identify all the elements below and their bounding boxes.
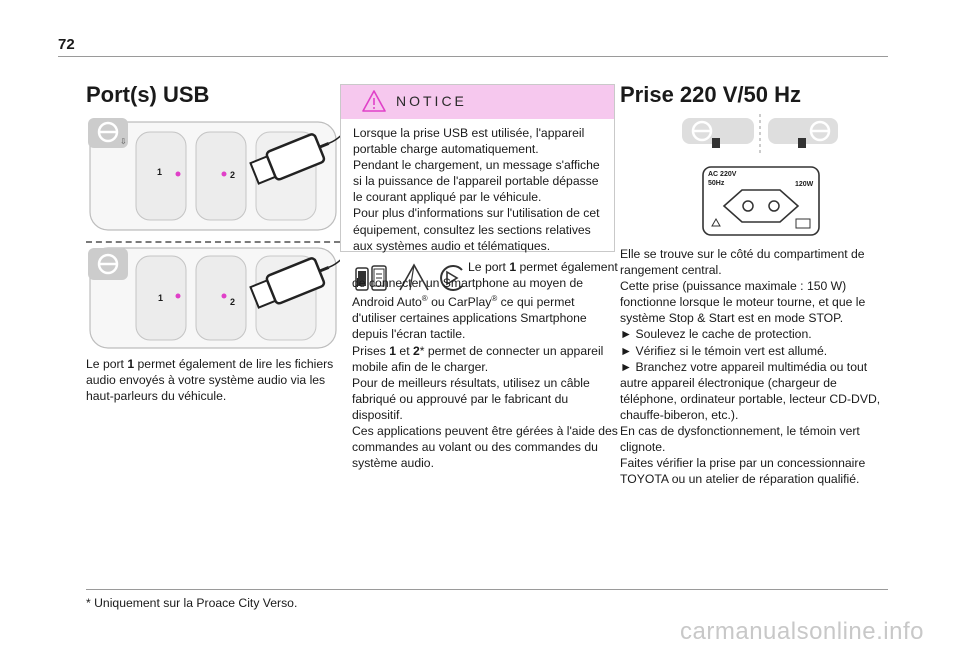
steering-wheel-locations [682,114,838,154]
diagram-label-2-bottom: 2 [230,297,236,307]
section-title-socket: Prise 220 V/50 Hz [620,82,802,107]
socket-description: Elle se trouve sur le côté du compartime… [620,246,888,487]
socket-location-text: Elle se trouve sur le côté du compartime… [620,247,865,278]
android-carplay-text: Le port 1 permet également de connecter … [352,260,618,342]
middle-paragraphs: Le port 1 permet également de connecter … [352,259,620,471]
notice-box: NOTICE Lorsque la prise USB est utilisée… [340,84,615,253]
malfunction-text: En cas de dysfonctionnement, le témoin v… [620,424,860,455]
cable-advice-text: Pour de meilleurs résultats, utilisez un… [352,375,590,422]
socket-label-hz: 50Hz [708,180,725,187]
ports-charging-text: Prises 1 et 2* permet de connecter un ap… [352,343,604,374]
warning-triangle-icon [362,90,386,112]
section-title-usb: Port(s) USB [86,82,210,107]
car-usb-diagram-top: ⇩ [88,118,340,231]
notice-title: NOTICE [396,93,467,109]
socket-label-w: 120W [795,181,814,188]
android-auto-icon [399,263,429,291]
diagram-label-1-top: 1 [157,167,163,177]
svg-text:⇩: ⇩ [120,137,127,146]
carplay-icon [440,265,463,291]
diagram-label-2-top: 2 [230,170,236,180]
dealer-check-text: Faites vérifier la prise par un concessi… [620,456,866,487]
watermark: carmanualsonline.info [680,618,924,645]
diagram-divider [86,241,340,243]
diagram-label-1-bottom: 1 [158,293,164,303]
footnote: * Uniquement sur la Proace City Verso. [86,596,298,610]
page-number: 72 [58,36,75,53]
step-lift-cover: ► Soulevez le cache de protection. [620,327,812,342]
bottom-rule [86,589,888,590]
step-plug-device: ► Branchez votre appareil multimédia ou … [620,359,881,422]
socket-label-ac: AC 220V [708,171,737,178]
notice-text: Lorsque la prise USB est utilisée, l'app… [353,126,600,253]
phone-charging-icon [355,265,387,291]
socket-power-text: Cette prise (puissance maximale : 150 W)… [620,279,866,326]
notice-header: NOTICE [341,85,614,119]
top-rule [58,56,888,57]
step-check-indicator: ► Vérifiez si le témoin vert est allumé. [620,343,828,358]
socket-220v-icon [702,166,820,236]
usb-port-description: Le port 1 permet également de lire les f… [86,357,334,404]
apps-control-text: Ces applications peuvent être gérées à l… [352,424,618,471]
car-usb-diagram-bottom [88,244,340,349]
